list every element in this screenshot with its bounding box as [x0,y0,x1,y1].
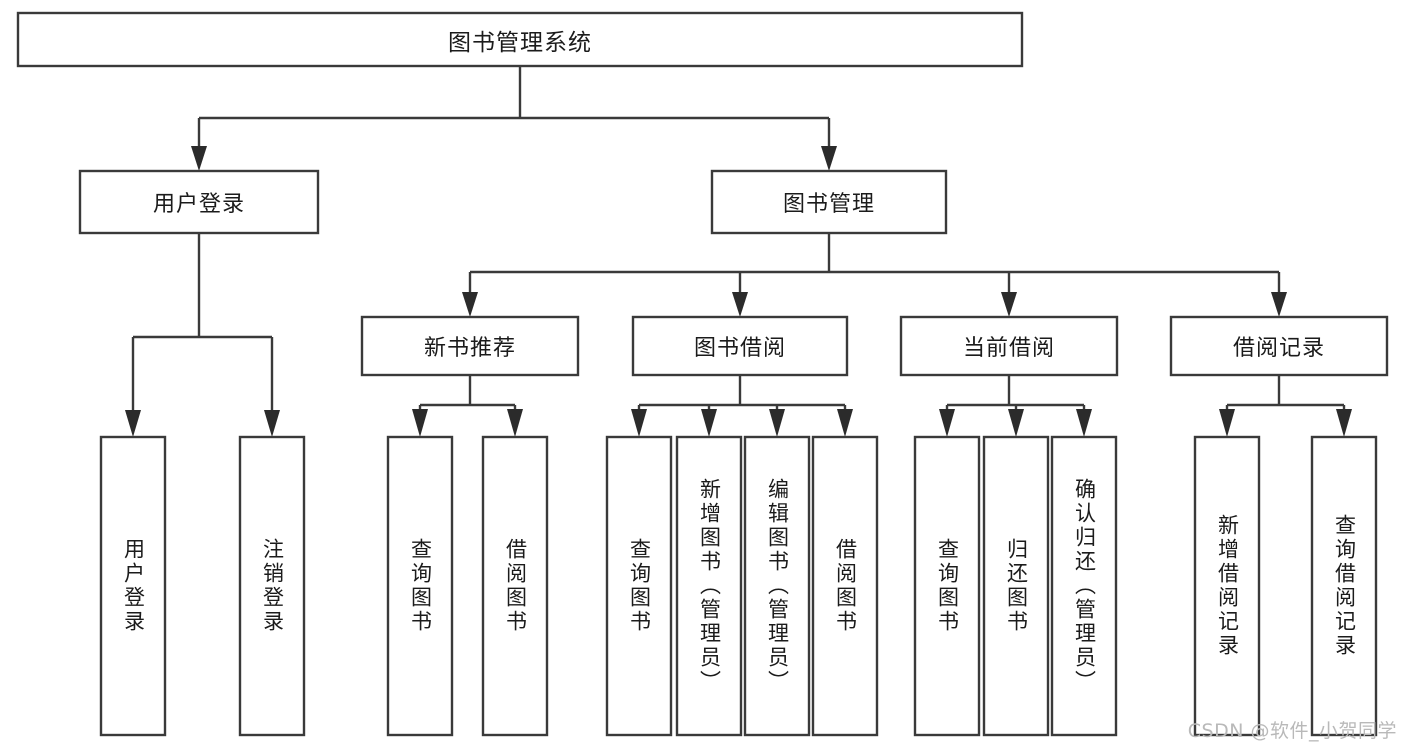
node-box-book-mgmt[interactable] [710,169,948,235]
node-box-leaf-borrow-book-borrow[interactable] [811,435,879,737]
arrow-head-book-borrow [732,292,748,317]
connector-group-user-login [125,233,280,437]
node-box-leaf-confirm-return[interactable] [1050,435,1118,737]
node-box-current-borrow[interactable] [899,315,1119,377]
arrow-head-leaf-user-login [125,410,141,437]
node-box-book-borrow[interactable] [631,315,849,377]
arrow-head-leaf-edit-book-admin [769,409,785,437]
arrow-head-book-mgmt [821,146,837,171]
arrow-head-leaf-borrow-book-rec [507,409,523,437]
connector-group-current-borrow [939,375,1092,437]
connector-group-book-borrow [631,375,853,437]
node-box-leaf-query-book-borrow[interactable] [605,435,673,737]
node-box-leaf-user-login[interactable] [99,435,167,737]
node-box-leaf-add-borrow-record[interactable] [1193,435,1261,737]
node-box-leaf-query-book-rec[interactable] [386,435,454,737]
connector-group-root [191,66,837,171]
node-box-leaf-borrow-book-rec[interactable] [481,435,549,737]
node-box-leaf-query-borrow-record[interactable] [1310,435,1378,737]
connector-group-new-book-rec [412,375,523,437]
arrow-head-leaf-borrow-book-borrow [837,409,853,437]
arrow-head-leaf-add-book-admin [701,409,717,437]
node-box-leaf-logout-login[interactable] [238,435,306,737]
arrow-head-leaf-add-borrow-record [1219,409,1235,437]
node-box-new-book-rec[interactable] [360,315,580,377]
node-box-leaf-add-book-admin[interactable] [675,435,743,737]
node-box-borrow-record[interactable] [1169,315,1389,377]
arrow-head-leaf-logout-login [264,410,280,437]
arrow-head-user-login [191,146,207,171]
node-box-leaf-return-book[interactable] [982,435,1050,737]
node-box-root[interactable] [16,11,1024,68]
arrow-head-leaf-query-book-borrow [631,409,647,437]
node-box-leaf-query-book-current[interactable] [913,435,981,737]
arrow-head-leaf-return-book [1008,409,1024,437]
arrow-head-leaf-query-book-current [939,409,955,437]
arrow-head-leaf-confirm-return [1076,409,1092,437]
arrow-head-borrow-record [1271,292,1287,317]
connector-group-borrow-record [1219,375,1352,437]
arrow-head-leaf-query-book-rec [412,409,428,437]
arrow-head-new-book-rec [462,292,478,317]
arrow-head-leaf-query-borrow-record [1336,409,1352,437]
arrow-head-current-borrow [1001,292,1017,317]
node-box-leaf-edit-book-admin[interactable] [743,435,811,737]
connector-group-book-mgmt [462,233,1287,317]
node-box-user-login[interactable] [78,169,320,235]
